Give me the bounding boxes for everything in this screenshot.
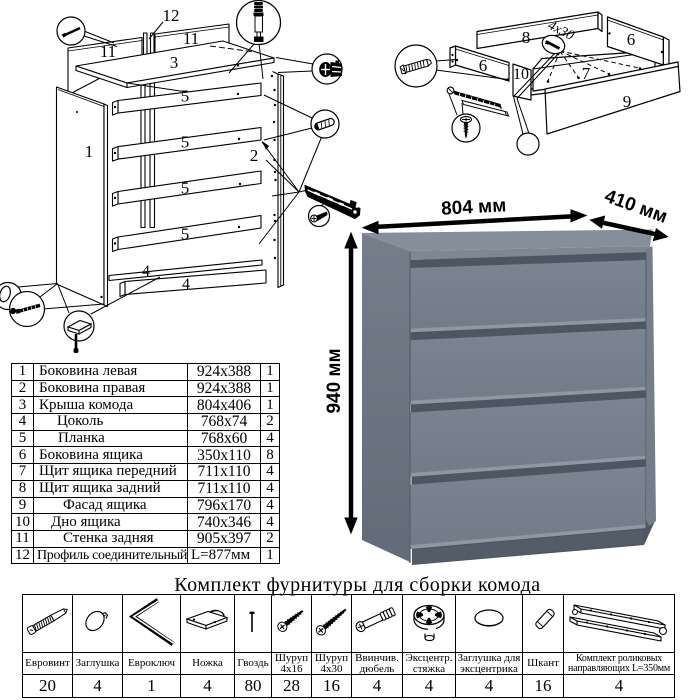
svg-text:6: 6	[627, 30, 636, 49]
svg-text:7: 7	[582, 64, 591, 83]
svg-text:2: 2	[250, 146, 259, 165]
svg-text:4: 4	[142, 263, 150, 280]
svg-text:5: 5	[181, 133, 190, 152]
svg-text:11: 11	[183, 29, 199, 48]
svg-text:3: 3	[170, 53, 179, 72]
svg-text:804 мм: 804 мм	[441, 195, 507, 219]
svg-text:12: 12	[163, 6, 180, 25]
svg-text:5: 5	[181, 179, 190, 198]
svg-text:1: 1	[85, 142, 94, 161]
svg-text:11: 11	[100, 42, 116, 61]
svg-text:6: 6	[479, 56, 488, 75]
svg-text:10: 10	[513, 66, 529, 83]
svg-text:4: 4	[182, 276, 190, 293]
svg-text:8: 8	[522, 28, 531, 47]
svg-text:5: 5	[181, 87, 190, 106]
svg-text:410 мм: 410 мм	[602, 186, 670, 228]
svg-text:5: 5	[181, 225, 190, 244]
svg-text:940 мм: 940 мм	[324, 348, 345, 413]
svg-text:9: 9	[623, 92, 632, 111]
